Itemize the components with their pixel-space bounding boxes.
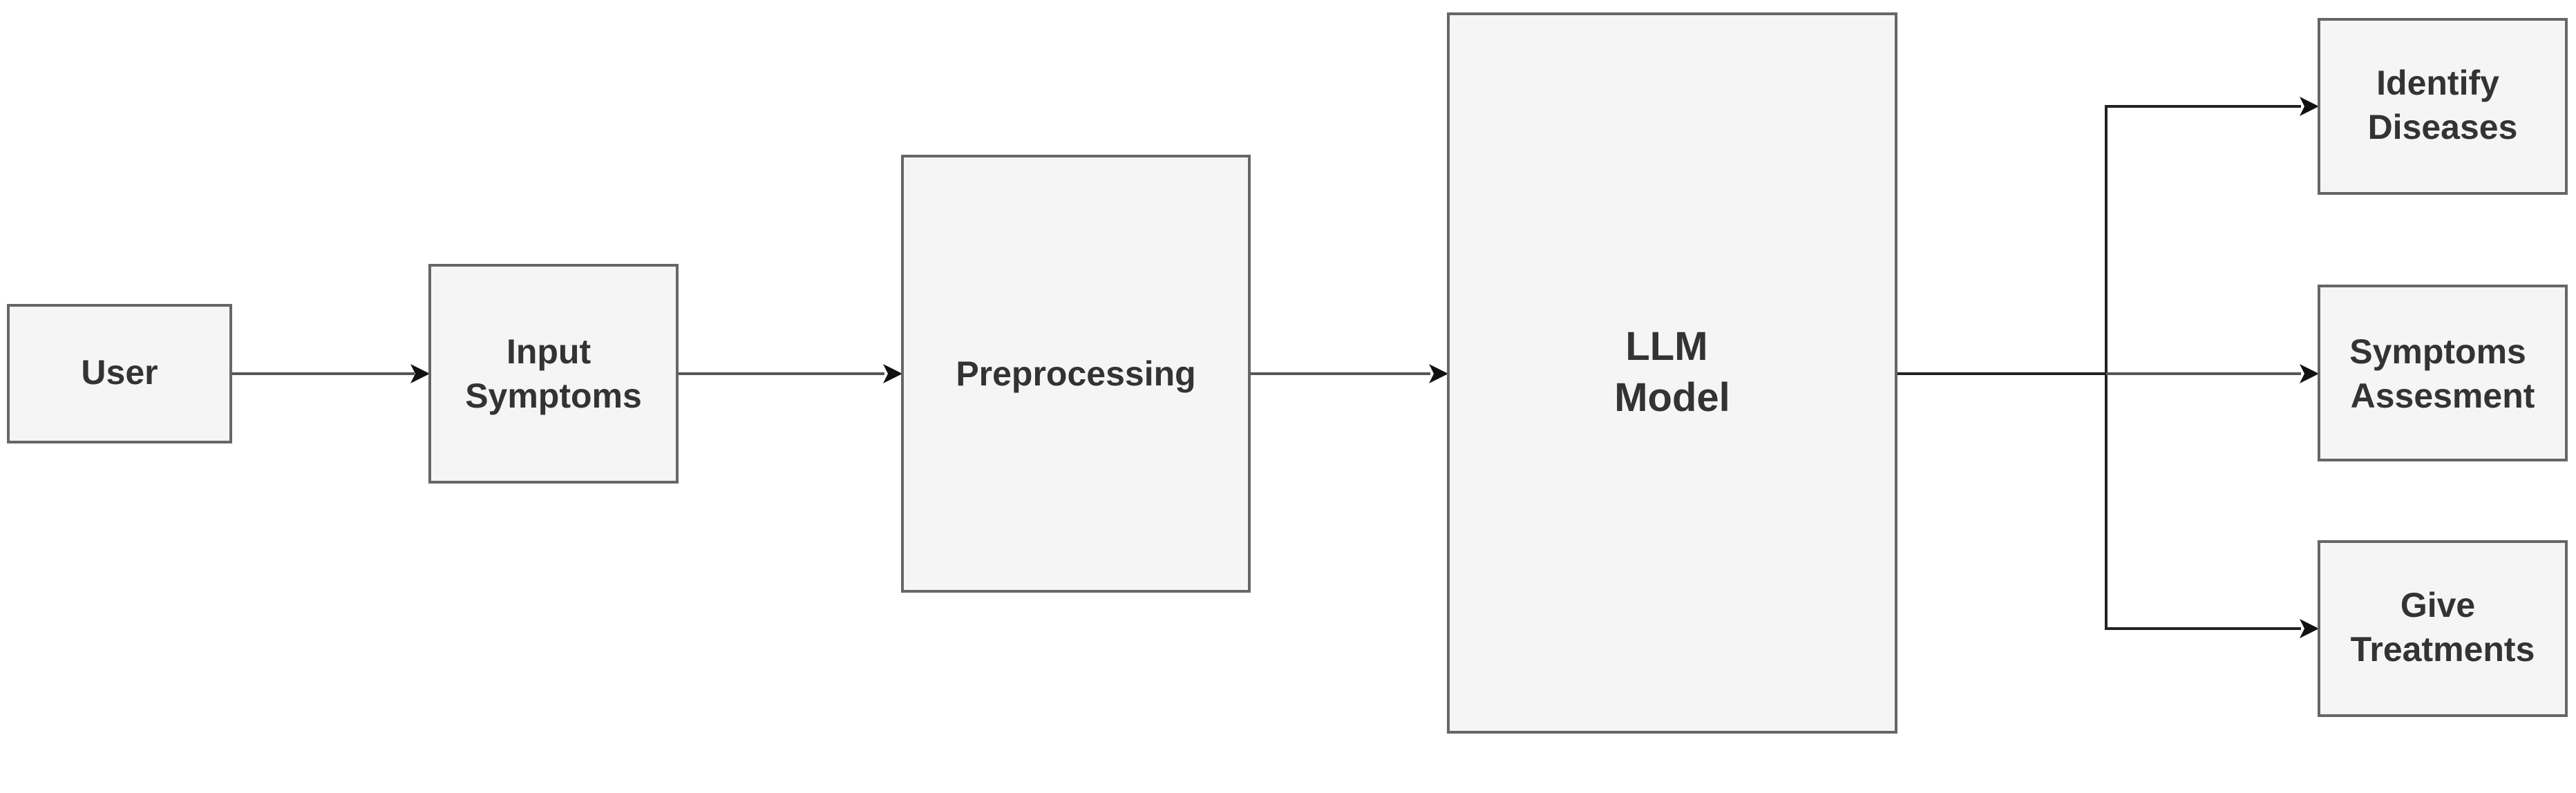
arrow-head-give-treatments <box>2300 619 2319 638</box>
node-identify-diseases-box <box>2318 18 2568 195</box>
edge-preprocessing-to-llm-model <box>1251 364 1448 383</box>
edge-llm-model-to-identify-diseases <box>2105 97 2319 116</box>
node-give-treatments-label: Give Treatments <box>2351 586 2535 669</box>
node-symptoms-assessment-line-1: Symptoms <box>2349 332 2526 371</box>
node-llm-model-label: LLM Model <box>1614 324 1730 420</box>
node-llm-model-line-2: Model <box>1614 375 1730 420</box>
node-input-symptoms: Input Symptoms <box>428 264 679 484</box>
node-preprocessing-line-1: Preprocessing <box>956 354 1195 393</box>
node-input-symptoms-line-2: Symptoms <box>465 376 642 415</box>
node-give-treatments: Give Treatments <box>2318 540 2568 717</box>
edges <box>232 97 2319 638</box>
node-give-treatments-line-2: Treatments <box>2351 630 2535 669</box>
node-preprocessing-box <box>901 155 1251 593</box>
node-symptoms-assessment-label: Symptoms Assesment <box>2349 332 2536 415</box>
node-input-symptoms-label: Input Symptoms <box>465 332 642 415</box>
edge-llm-model-trunk <box>1897 106 2108 629</box>
arrow-head-symptoms-assessment <box>2300 364 2319 383</box>
node-user-box <box>7 304 232 443</box>
node-give-treatments-box <box>2318 540 2568 717</box>
node-preprocessing-label: Preprocessing <box>956 354 1195 393</box>
node-user-label: User <box>81 353 158 392</box>
node-input-symptoms-line-1: Input <box>506 332 591 371</box>
edge-llm-model-to-give-treatments <box>2105 619 2319 638</box>
node-user-line-1: User <box>81 353 158 392</box>
node-identify-diseases: Identify Diseases <box>2318 18 2568 195</box>
arrow-head-identify-diseases <box>2300 97 2319 116</box>
edge-llm-model-to-symptoms-assessment <box>2106 364 2319 383</box>
node-llm-model-box <box>1447 12 1897 734</box>
node-give-treatments-line-1: Give <box>2400 586 2475 624</box>
node-identify-diseases-line-1: Identify <box>2376 64 2499 102</box>
node-identify-diseases-label: Identify Diseases <box>2368 64 2518 146</box>
arrow-head-llm-model <box>1429 364 1448 383</box>
node-preprocessing: Preprocessing <box>901 155 1251 593</box>
arrow-head-preprocessing <box>883 364 902 383</box>
node-llm-model-line-1: LLM <box>1625 324 1707 369</box>
nodes: User Input Symptoms Preprocessing LLM Mo… <box>7 12 2568 734</box>
node-symptoms-assessment-box <box>2318 285 2568 461</box>
node-llm-model: LLM Model <box>1447 12 1897 734</box>
node-input-symptoms-box <box>428 264 679 484</box>
node-identify-diseases-line-2: Diseases <box>2368 108 2518 146</box>
node-user: User <box>7 304 232 443</box>
edge-input-symptoms-to-preprocessing <box>679 364 902 383</box>
edge-user-to-input-symptoms <box>232 364 430 383</box>
node-symptoms-assessment-line-2: Assesment <box>2351 376 2535 415</box>
node-symptoms-assessment: Symptoms Assesment <box>2318 285 2568 461</box>
arrow-head-input-symptoms <box>410 364 430 383</box>
